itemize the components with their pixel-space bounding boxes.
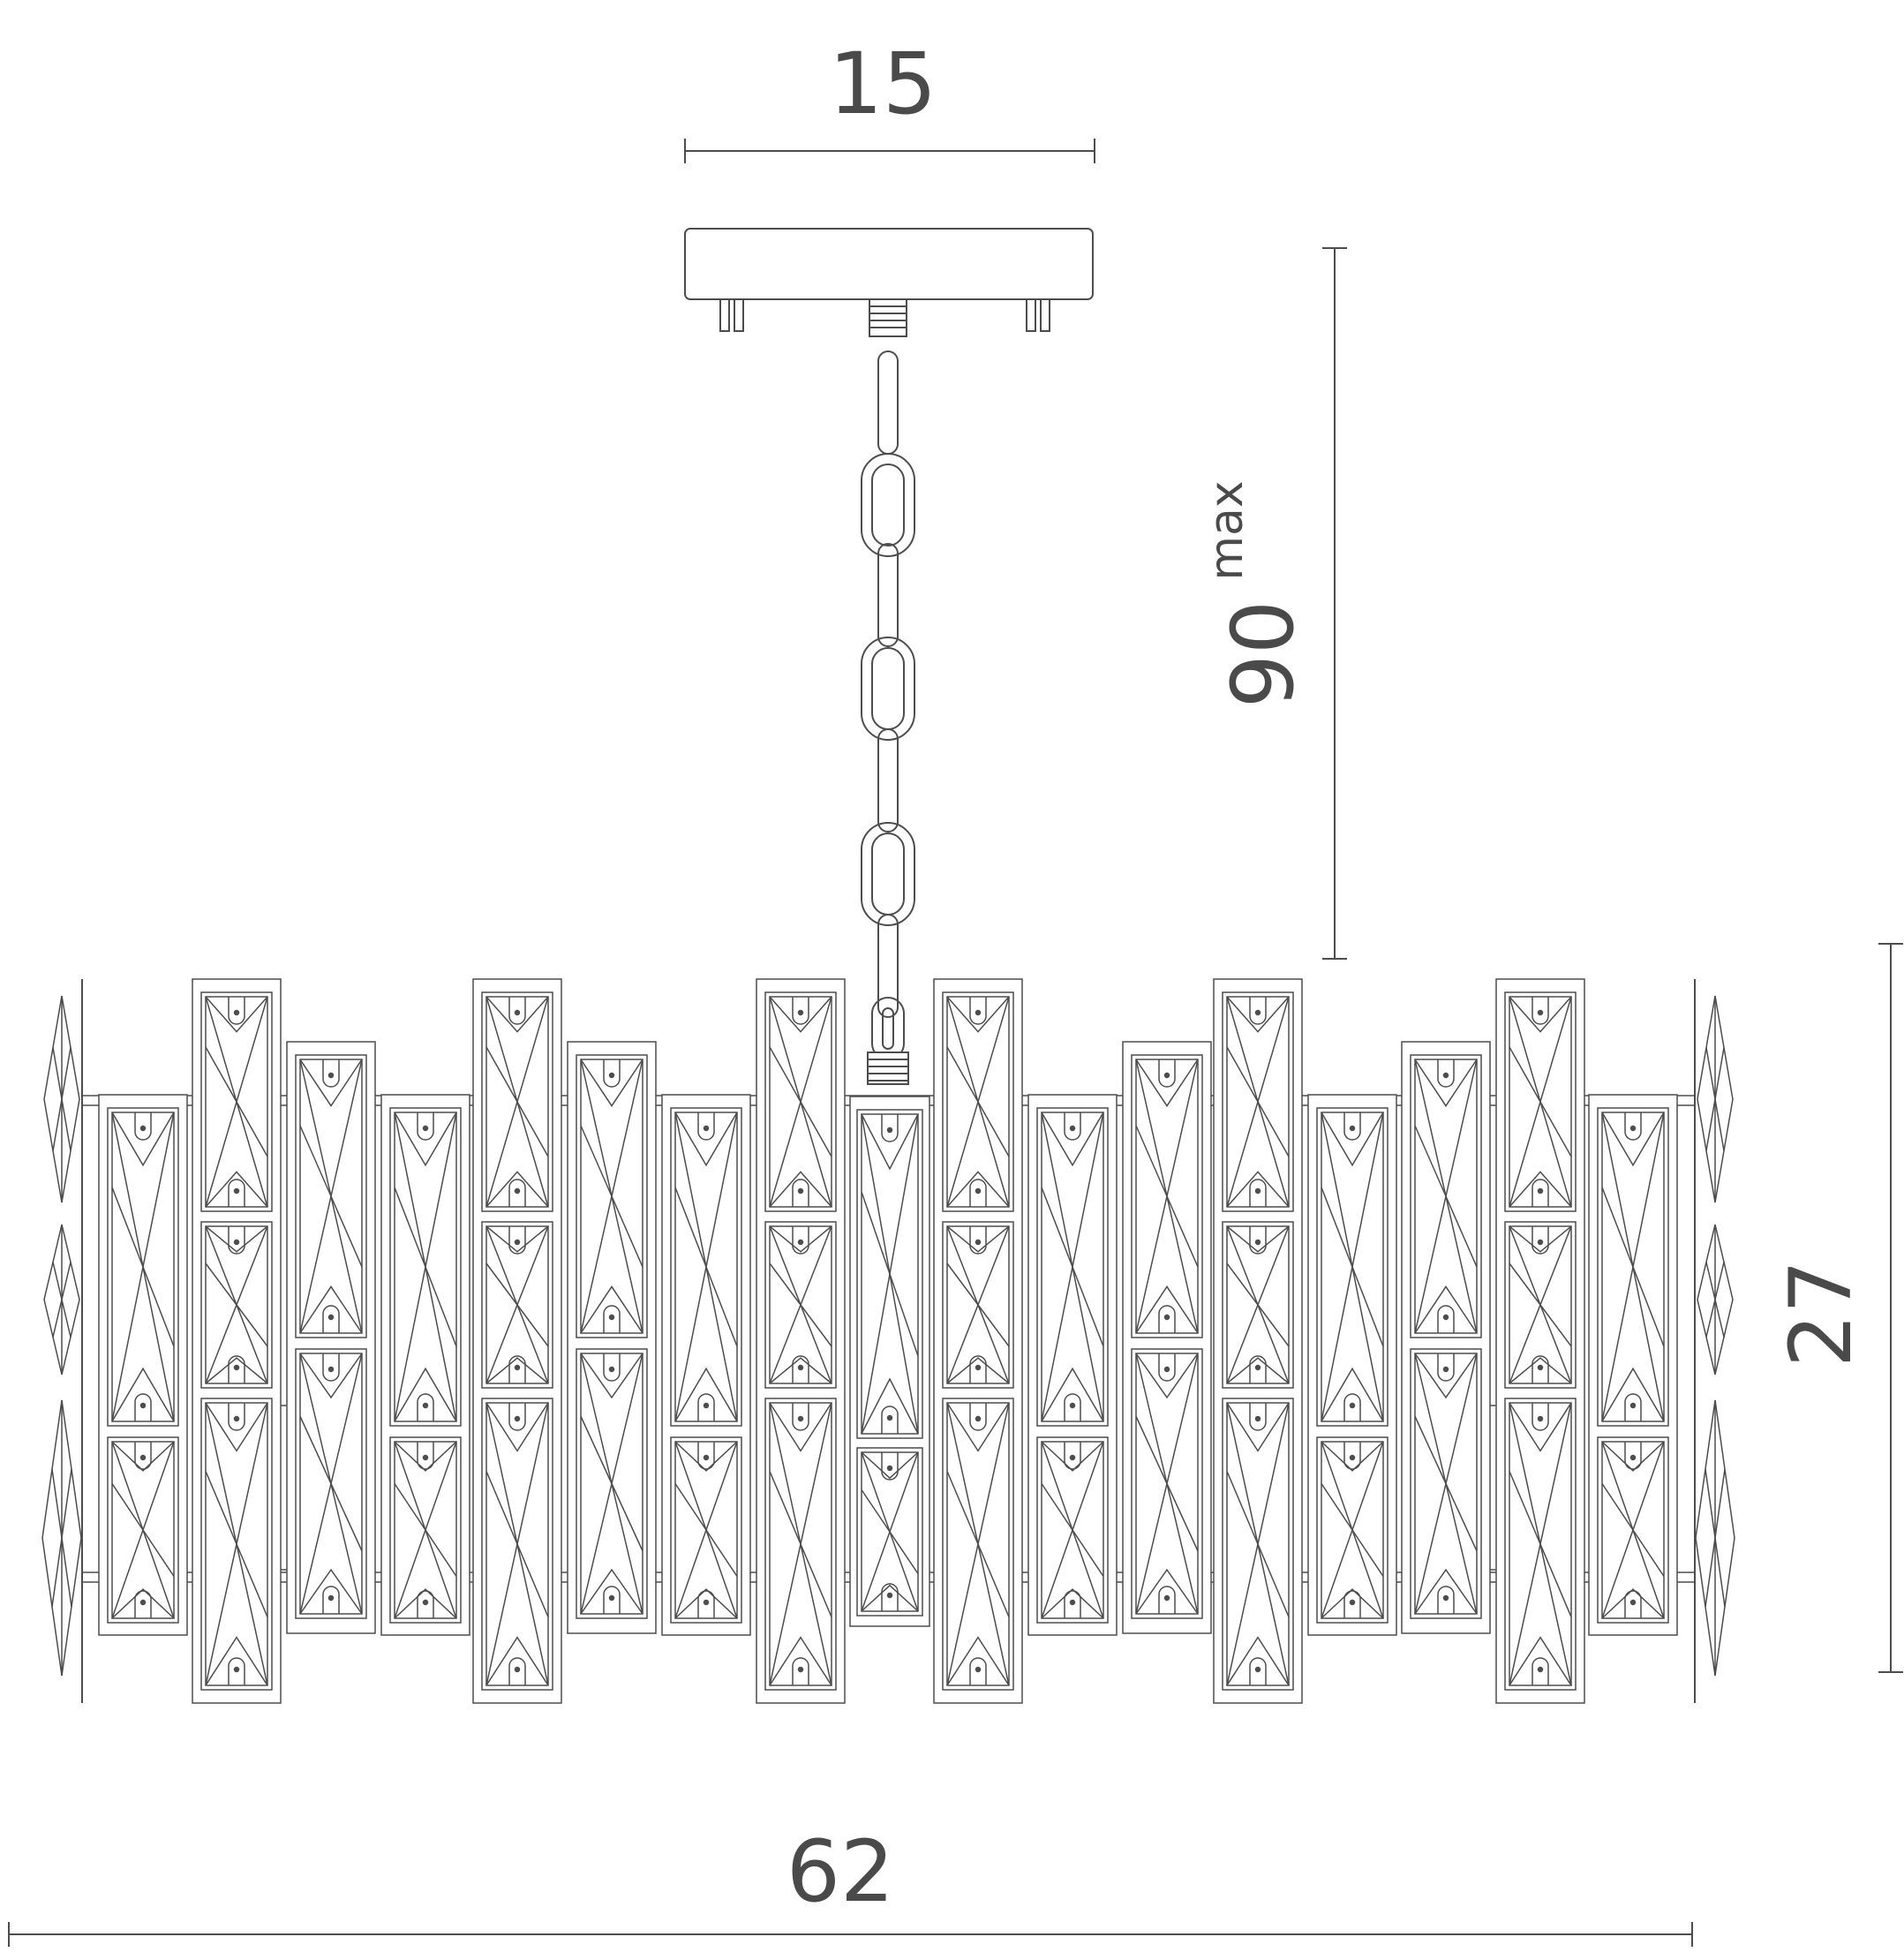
max-drop-suffix: max — [1200, 480, 1253, 580]
body-height-label: 27 — [1772, 1260, 1870, 1368]
crystal — [1597, 1436, 1669, 1624]
chain-link — [877, 350, 899, 455]
crystal — [1131, 1348, 1203, 1619]
crystal — [942, 991, 1014, 1212]
crystal-panels — [98, 978, 1678, 1704]
overall-width-label: 62 — [786, 1822, 894, 1921]
crystal — [389, 1107, 462, 1427]
crystal — [576, 1054, 648, 1338]
crystal — [107, 1107, 179, 1427]
chain-link — [861, 637, 915, 741]
crystal — [1316, 1107, 1388, 1427]
side-crystal — [43, 1224, 80, 1375]
crystal — [200, 991, 273, 1212]
crystal — [1036, 1436, 1109, 1624]
crystal — [1504, 1398, 1577, 1691]
crystal — [856, 1447, 923, 1617]
chain-link-inner — [871, 464, 905, 546]
chain-link-inner — [882, 1007, 894, 1050]
overall-width-dimension — [8, 1922, 1693, 1947]
chain-link — [877, 543, 899, 647]
crystal — [107, 1436, 179, 1624]
crystal — [1222, 1398, 1294, 1691]
chain-link — [877, 914, 899, 1018]
body-height-dimension — [1878, 943, 1903, 1673]
crystal — [942, 1221, 1014, 1389]
max-drop-label: 90 — [1214, 600, 1313, 708]
chain-connector-bottom — [867, 1051, 909, 1085]
side-crystal — [1697, 1224, 1734, 1375]
chain-link — [861, 453, 915, 557]
crystal — [1222, 1221, 1294, 1389]
crystal — [1410, 1348, 1482, 1619]
chain-link-inner — [871, 833, 905, 916]
crystal — [1504, 991, 1577, 1212]
canopy-width-label: 15 — [829, 34, 937, 133]
crystal — [942, 1398, 1014, 1691]
crystal — [295, 1054, 367, 1338]
crystal — [481, 991, 553, 1212]
chain-link — [861, 822, 915, 926]
crystal — [481, 1221, 553, 1389]
side-crystal — [43, 995, 80, 1203]
chain-link-inner — [871, 647, 905, 730]
crystal — [1222, 991, 1294, 1212]
crystal — [764, 1398, 837, 1691]
lamp-body — [41, 978, 1735, 1704]
crystal — [856, 1109, 923, 1439]
side-crystals — [41, 995, 1735, 1677]
crystal — [389, 1436, 462, 1624]
side-crystal — [1695, 1399, 1735, 1677]
crystal — [1597, 1107, 1669, 1427]
chain-connector-top — [869, 298, 907, 337]
suspension-chain — [861, 350, 915, 1060]
chain-link — [871, 997, 905, 1060]
side-crystal — [1697, 995, 1734, 1203]
max-drop-dimension — [1322, 247, 1347, 960]
crystal — [1504, 1221, 1577, 1389]
chain-link — [877, 728, 899, 833]
canopy-width-dimension — [684, 139, 1095, 163]
crystal — [764, 1221, 837, 1389]
crystal — [1410, 1054, 1482, 1338]
crystal — [764, 991, 837, 1212]
crystal — [295, 1348, 367, 1619]
crystal — [200, 1221, 273, 1389]
crystal — [670, 1436, 742, 1624]
side-crystal — [41, 1399, 82, 1677]
crystal — [481, 1398, 553, 1691]
crystal — [1131, 1054, 1203, 1338]
crystal — [1036, 1107, 1109, 1427]
crystal — [1316, 1436, 1388, 1624]
crystal — [200, 1398, 273, 1691]
crystal — [670, 1107, 742, 1427]
crystal — [576, 1348, 648, 1619]
